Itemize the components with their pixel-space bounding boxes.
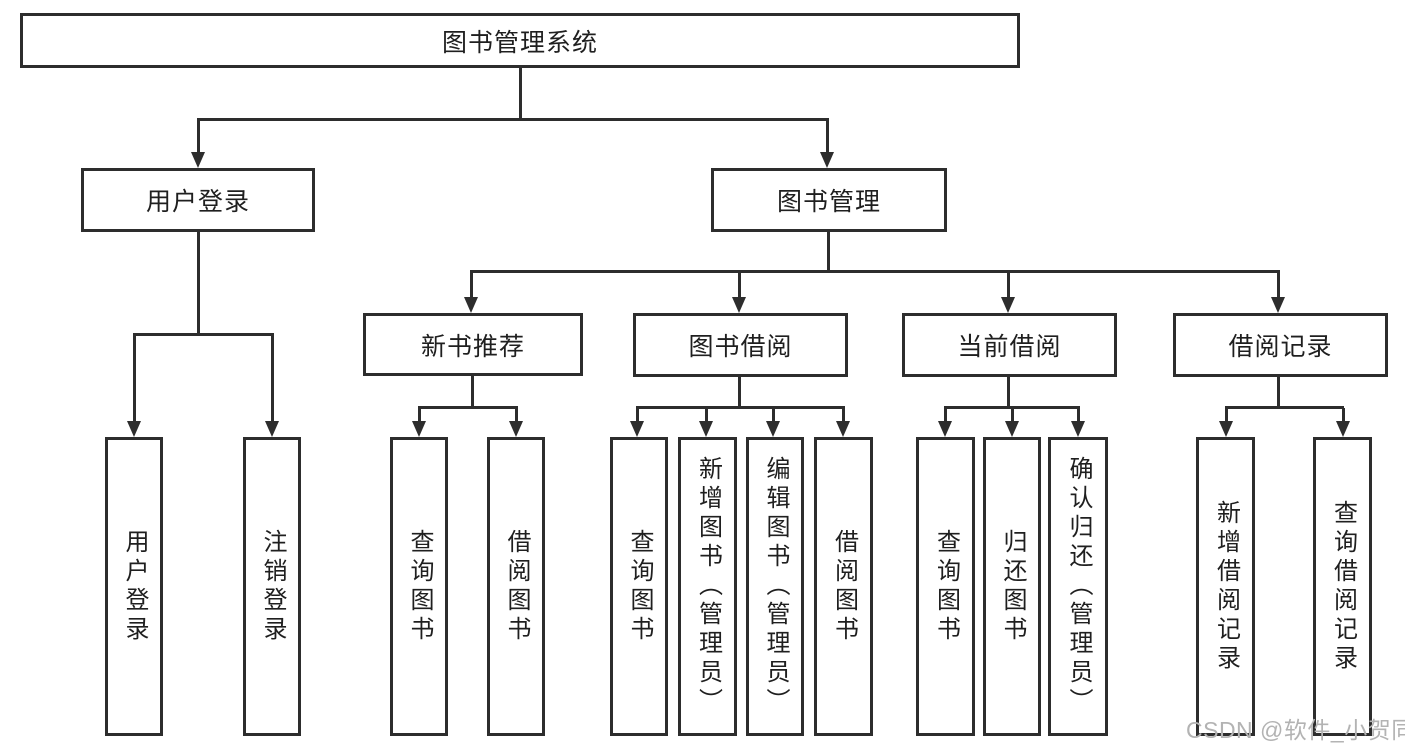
connector-root-stem [519,68,522,120]
arrowhead-leaf-logout [265,421,279,437]
leaf-user-login: 用户登录 [105,437,163,736]
node-current-borrow: 当前借阅 [902,313,1117,377]
connector-new-book-stem [471,376,474,409]
leaf-return-books-label: 归还图书 [999,528,1026,645]
connector-book-management-rail [470,270,1280,273]
connector-borrow-records-stem [1277,377,1280,409]
node-book-management: 图书管理 [711,168,947,232]
connector-current-borrow-stem [1007,377,1010,409]
leaf-query-books-borrow: 查询图书 [610,437,668,736]
leaf-logout: 注销登录 [243,437,301,736]
arrowhead-current-borrow [1001,297,1015,313]
node-new-book-recommend-label: 新书推荐 [420,332,525,361]
connector-drop-query-books-recommend [418,408,421,423]
connector-drop-edit-books-admin [772,408,775,423]
leaf-borrow-books: 借阅图书 [814,437,873,736]
connector-new-book-rail [418,406,518,409]
arrowhead-query-books-borrow [630,421,644,437]
connector-drop-book-management [826,120,829,154]
leaf-query-books-recommend: 查询图书 [390,437,448,736]
node-user-login-label: 用户登录 [145,188,250,216]
arrowhead-borrow-books-recommend [509,421,523,437]
leaf-add-borrow-record-label: 新增借阅记录 [1212,499,1240,674]
arrowhead-edit-books-admin [766,421,780,437]
leaf-edit-books-admin: 编辑图书（管理员） [746,437,804,736]
connector-drop-current-borrow [1007,272,1010,299]
leaf-query-borrow-record-label: 查询借阅记录 [1329,499,1357,674]
leaf-confirm-return-admin-label: 确认归还（管理员） [1065,456,1092,717]
arrowhead-return-books [1005,421,1019,437]
leaf-return-books: 归还图书 [983,437,1041,736]
arrowhead-new-book-recommend [464,297,478,313]
connector-drop-add-books-admin [705,408,708,423]
connector-drop-query-borrow-record [1342,408,1345,423]
node-borrow-records-label: 借阅记录 [1228,333,1333,361]
node-book-borrow: 图书借阅 [633,313,848,377]
node-book-borrow-label: 图书借阅 [688,333,793,361]
leaf-user-login-label: 用户登录 [121,528,148,645]
leaf-query-books-current: 查询图书 [916,437,975,736]
leaf-add-books-admin-label: 新增图书（管理员） [694,456,722,717]
leaf-borrow-books-recommend-label: 借阅图书 [503,528,530,645]
leaf-confirm-return-admin: 确认归还（管理员） [1048,437,1108,736]
leaf-query-books-borrow-label: 查询图书 [626,528,653,645]
connector-drop-add-borrow-record [1225,408,1228,423]
connector-book-borrow-stem [738,377,741,409]
connector-drop-leaf-logout [271,335,274,423]
connector-drop-leaf-user-login [133,335,136,423]
arrowhead-query-books-recommend [412,421,426,437]
node-new-book-recommend: 新书推荐 [363,313,583,376]
node-borrow-records: 借阅记录 [1173,313,1388,377]
connector-book-management-stem [827,232,830,273]
arrowhead-query-borrow-record [1336,421,1350,437]
leaf-borrow-books-label: 借阅图书 [830,528,858,645]
arrowhead-query-books-current [938,421,952,437]
connector-borrow-records-rail [1225,406,1344,409]
arrowhead-add-books-admin [699,421,713,437]
leaf-query-books-recommend-label: 查询图书 [406,528,433,645]
node-root-label: 图书管理系统 [441,28,598,57]
connector-drop-book-borrow [738,272,741,299]
arrowhead-user-login [191,152,205,168]
connector-drop-query-books-current [944,408,947,423]
connector-current-borrow-rail [944,406,1080,409]
arrowhead-book-borrow [732,297,746,313]
connector-drop-user-login [197,120,200,154]
connector-drop-borrow-books [842,408,845,423]
leaf-add-borrow-record: 新增借阅记录 [1196,437,1255,736]
connector-drop-query-books-borrow [636,408,639,423]
arrowhead-borrow-books [836,421,850,437]
leaf-query-books-current-label: 查询图书 [932,528,960,645]
connector-root-rail [197,118,829,121]
leaf-borrow-books-recommend: 借阅图书 [487,437,545,736]
arrowhead-leaf-user-login [127,421,141,437]
connector-drop-new-book-recommend [470,272,473,299]
node-user-login: 用户登录 [81,168,315,232]
leaf-edit-books-admin-label: 编辑图书（管理员） [762,456,789,717]
connector-user-login-stem [197,232,200,336]
arrowhead-add-borrow-record [1219,421,1233,437]
node-book-management-label: 图书管理 [776,188,881,216]
leaf-query-borrow-record: 查询借阅记录 [1313,437,1372,736]
arrowhead-confirm-return [1071,421,1085,437]
leaf-logout-label: 注销登录 [259,528,286,645]
csdn-watermark: CSDN @软件_小贺同学 [1186,717,1405,743]
node-current-borrow-label: 当前借阅 [957,333,1062,361]
node-root: 图书管理系统 [20,13,1020,68]
arrowhead-book-management [820,152,834,168]
connector-user-login-rail [133,333,274,336]
connector-drop-return-books [1011,408,1014,423]
connector-drop-confirm-return [1077,408,1080,423]
leaf-add-books-admin: 新增图书（管理员） [678,437,737,736]
connector-drop-borrow-books-recommend [515,408,518,423]
arrowhead-borrow-records [1271,297,1285,313]
connector-drop-borrow-records [1277,272,1280,299]
connector-book-borrow-rail [636,406,845,409]
